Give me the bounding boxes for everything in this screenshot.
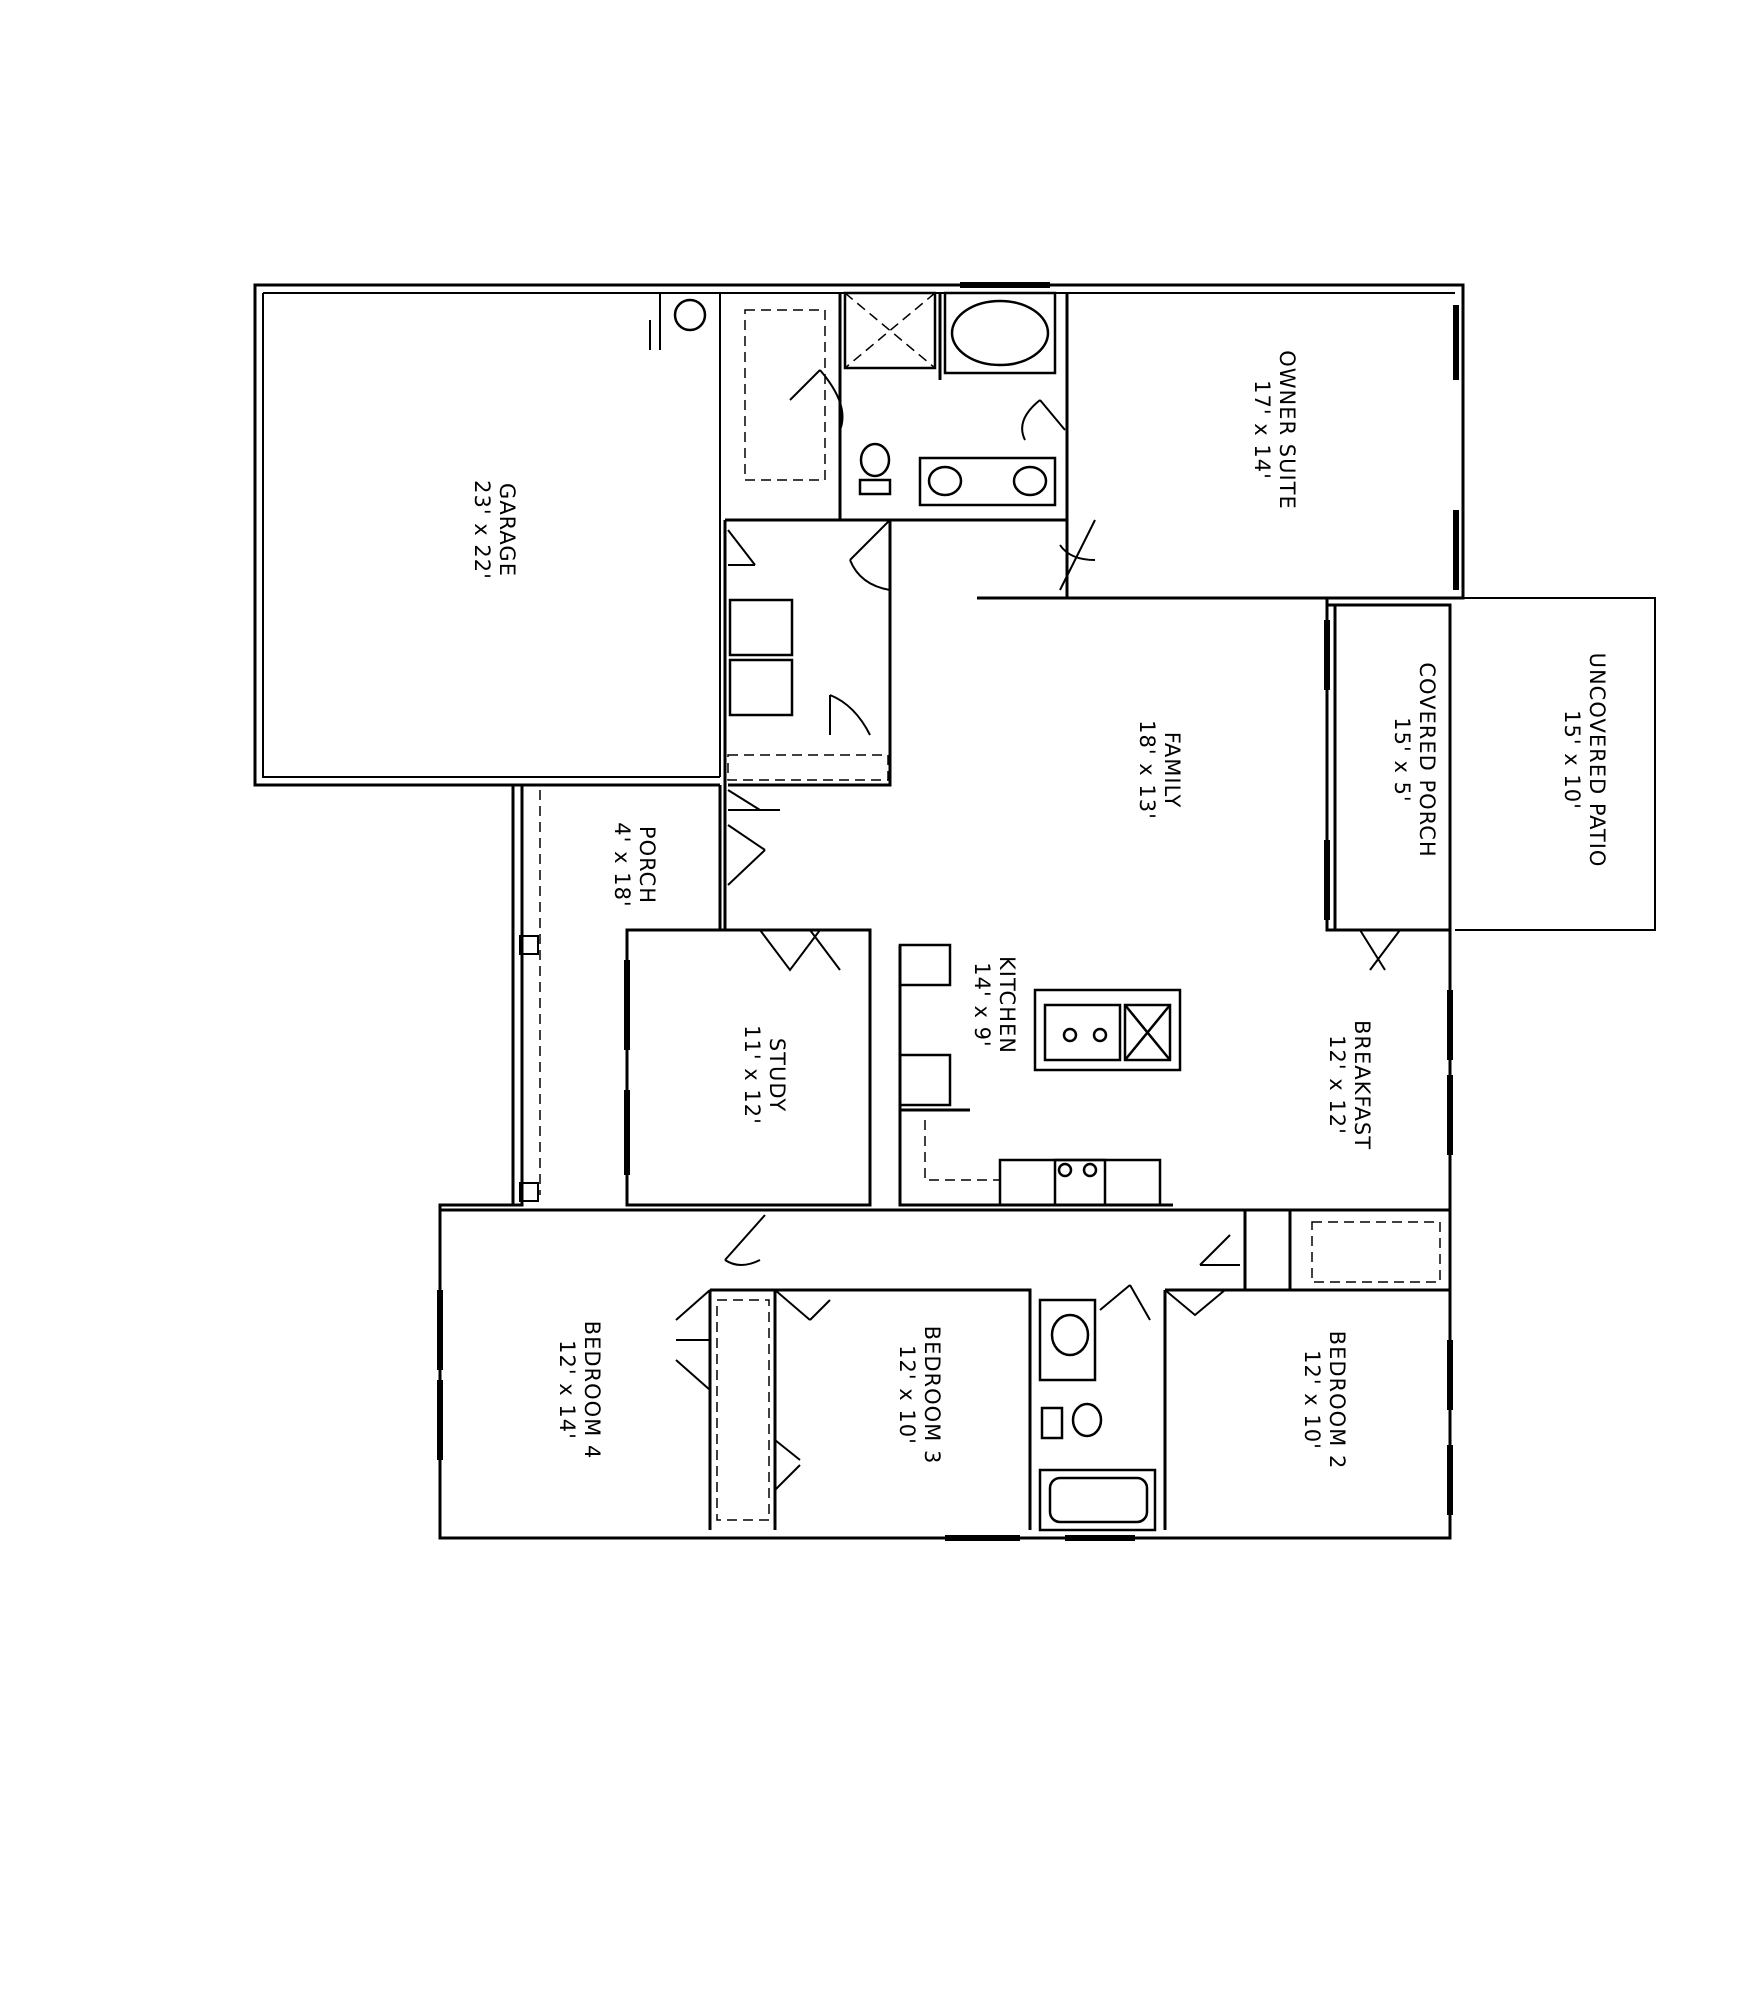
bedroom4-name: BEDROOM 4 [580,1321,604,1460]
fixtures [673,291,1441,1532]
bedroom2-name: BEDROOM 2 [1325,1331,1349,1470]
study-name: STUDY [765,1038,789,1112]
bedroom2-dims: 12' x 10' [1300,1350,1324,1450]
bedroom3-dims: 12' x 10' [895,1345,919,1445]
family-dims: 18' x 13' [1135,720,1159,820]
bedroom4-dims: 12' x 14' [555,1340,579,1440]
garage-dims: 23' x 22' [470,480,494,580]
room-labels: GARAGE 23' x 22' OWNER SUITE 17' x 14' F… [470,350,1609,1469]
garage-name: GARAGE [495,483,519,577]
covered-porch-name: COVERED PORCH [1415,662,1439,857]
breakfast-name: BREAKFAST [1350,1020,1374,1150]
uncovered-patio-name: UNCOVERED PATIO [1585,653,1609,868]
windows [437,282,1459,1541]
kitchen-name: KITCHEN [995,956,1019,1054]
study-dims: 11' x 12' [740,1025,764,1125]
owner-suite-name: OWNER SUITE [1275,350,1299,510]
kitchen-dims: 14' x 9' [970,962,994,1047]
owner-suite-dims: 17' x 14' [1250,380,1274,480]
interior-walls [440,293,1656,1530]
bedroom3-name: BEDROOM 3 [920,1326,944,1465]
family-name: FAMILY [1160,732,1184,809]
porch-dims: 4' x 18' [610,822,634,907]
doors [675,369,1401,1491]
porch-name: PORCH [635,826,659,904]
uncovered-patio-dims: 15' x 10' [1560,710,1584,810]
breakfast-dims: 12' x 12' [1325,1035,1349,1135]
covered-porch-dims: 15' x 5' [1390,717,1414,802]
